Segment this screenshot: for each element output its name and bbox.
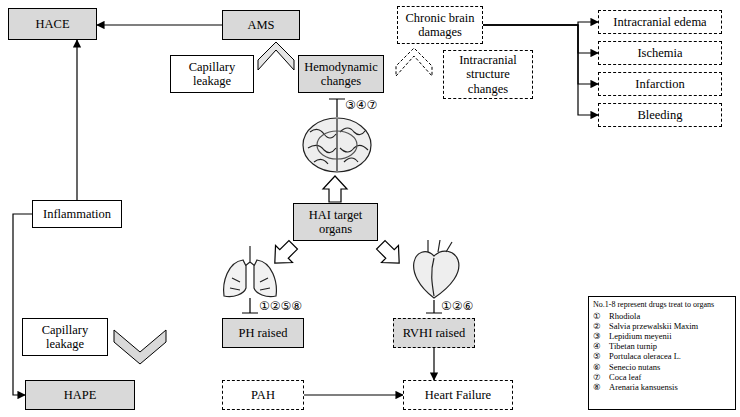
node-label: Bleeding [637, 108, 682, 122]
arrow-connector [304, 394, 403, 395]
block-arrow [266, 236, 301, 271]
callout-number: ⑥ [593, 362, 609, 372]
note-box: Capillary leakage [170, 55, 254, 93]
callout-number: ⑦ [593, 372, 609, 382]
dashed-box: Chronic brain damages [397, 6, 483, 44]
drug-name: Salvia przewalskii Maxim [609, 321, 731, 331]
node-label: Ischemia [637, 46, 682, 60]
inhibition-line [242, 298, 258, 313]
drug-name: Portulaca oleracea L. [609, 351, 731, 361]
brain-illustration [308, 145, 336, 152]
callout-number: ①②⑥ [441, 299, 473, 313]
process-box: AMS [222, 10, 300, 40]
inhibition-line [329, 99, 345, 117]
node-label: Intracranial edema [613, 15, 706, 29]
block-arrow [372, 236, 407, 271]
callout-number: ① [593, 311, 609, 321]
node-label: Capillary leakage [175, 60, 249, 89]
brain-illustration [340, 145, 368, 152]
dashed-box: Ischemia [598, 41, 722, 65]
dashed-up-chevron [396, 48, 432, 76]
process-box: HACE [8, 8, 97, 40]
heart-illustration [432, 258, 434, 296]
dashed-box: Heart Failure [403, 380, 513, 410]
node-label: PAH [251, 388, 275, 402]
heart-illustration [414, 240, 459, 298]
callout-number: ④ [593, 341, 609, 351]
process-box: HAI target organs [293, 203, 378, 241]
callout-number: ⑧ [593, 382, 609, 392]
brain-illustration [314, 159, 328, 164]
up-chevron [258, 42, 294, 70]
node-label: Intracranial structure changes [448, 53, 528, 96]
arrow-connector [483, 25, 598, 53]
dashed-box: Intracranial structure changes [443, 50, 533, 99]
node-label: RVHI raised [403, 326, 466, 340]
down-chevron [114, 330, 166, 364]
node-label: Inflammation [43, 207, 111, 221]
dashed-box: RVHI raised [393, 318, 475, 348]
inhibition-line [426, 300, 442, 313]
drug-name: Coca leaf [609, 372, 731, 382]
node-label: Capillary leakage [27, 323, 103, 352]
note-box: Capillary leakage [22, 318, 108, 356]
callout-number: ⑤ [593, 351, 609, 361]
node-label: Hemodynamic changes [303, 60, 379, 89]
arrow-connector [433, 348, 434, 380]
drug-name: Senecio nutans [609, 362, 731, 372]
arrow-connector [76, 40, 77, 200]
drug-name: Lepidium meyenii [609, 331, 731, 341]
legend-box: No.1-8 represent drugs treat to organs①R… [588, 296, 736, 410]
node-label: HACE [35, 17, 69, 31]
drug-name: Arenaria kansuensis [609, 382, 731, 392]
lungs-illustration [224, 246, 277, 297]
node-label: Heart Failure [425, 388, 491, 402]
brain-illustration [303, 118, 371, 172]
drug-name: Tibetan turnip [609, 341, 731, 351]
dashed-box: Infarction [598, 72, 722, 96]
process-box: PH raised [222, 318, 304, 348]
node-label: AMS [247, 18, 274, 32]
lungs-illustration [230, 278, 270, 290]
node-label: Chronic brain damages [402, 11, 478, 40]
node-label: PH raised [239, 326, 288, 340]
brain-illustration [336, 119, 337, 171]
process-box: HAPE [25, 380, 135, 410]
drug-name: Rhodiola [609, 311, 731, 321]
node-label: Infarction [635, 77, 684, 91]
brain-illustration [344, 158, 358, 162]
inhibition-line [242, 99, 442, 313]
process-box: Hemodynamic changes [298, 55, 384, 93]
callout-number: ③ [593, 331, 609, 341]
callout-number: ③④⑦ [345, 98, 377, 112]
note-box: Inflammation [32, 200, 122, 228]
brain-illustration [303, 118, 371, 172]
up-chevron [258, 42, 294, 70]
lungs-illustration [254, 260, 276, 297]
dashed-up-chevron [396, 48, 432, 76]
node-label: HAPE [64, 388, 97, 402]
dashed-box: PAH [222, 380, 304, 410]
heart-illustration [414, 251, 459, 298]
legend-heading: No.1-8 represent drugs treat to organs [593, 300, 731, 310]
dashed-box: Bleeding [598, 103, 722, 127]
dashed-box: Intracranial edema [598, 10, 722, 34]
brain-illustration [310, 129, 336, 138]
block-arrow [323, 176, 347, 202]
callout-number: ② [593, 321, 609, 331]
down-chevron [114, 330, 166, 364]
brain-illustration [317, 131, 357, 159]
arrow-connector [13, 214, 32, 395]
block-arrow [266, 176, 407, 272]
node-label: HAI target organs [298, 208, 373, 237]
arrow-connector [97, 24, 222, 25]
callout-number: ①②⑤⑧ [259, 299, 302, 313]
lungs-illustration [224, 260, 246, 297]
heart-illustration [428, 240, 452, 252]
